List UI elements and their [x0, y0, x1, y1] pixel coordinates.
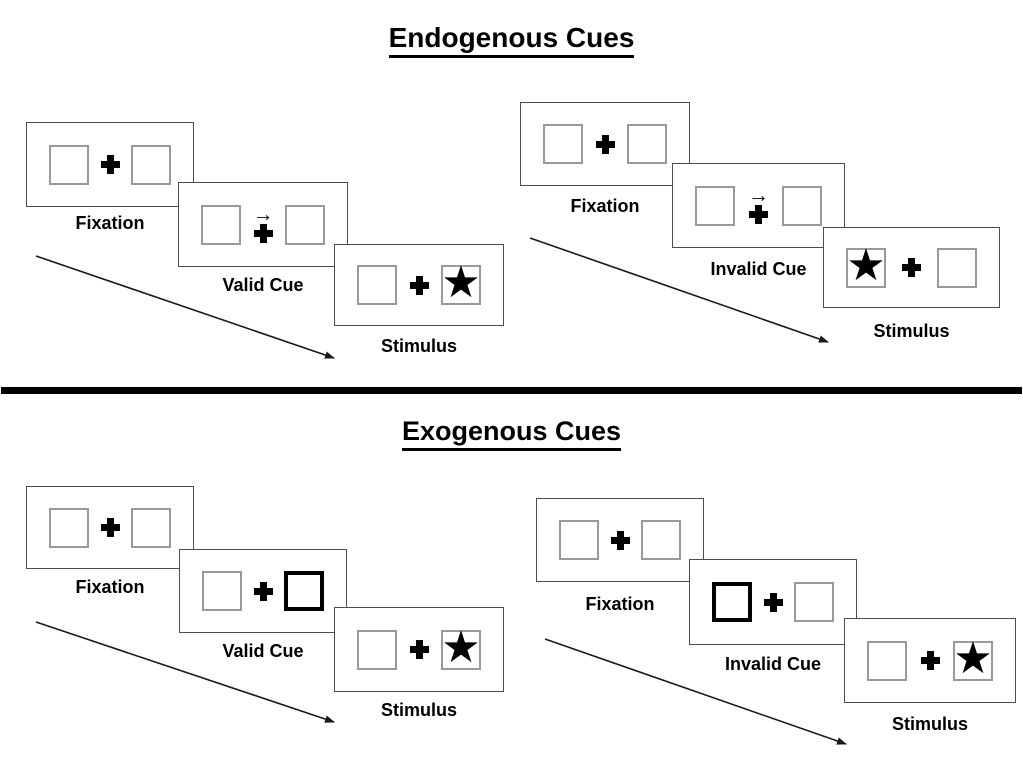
endo-valid-fixation-panel — [26, 122, 194, 207]
right-box — [782, 185, 822, 226]
left-box — [867, 640, 907, 681]
cue-group: → — [252, 202, 274, 243]
cue-group: → — [748, 183, 769, 224]
fixation-cross-group — [595, 134, 615, 154]
right-box — [131, 507, 171, 548]
panel-label-invalid-cue: Invalid Cue — [710, 259, 807, 279]
exo-valid-fixation-panel — [26, 486, 194, 569]
fixation-cross-icon — [749, 204, 768, 224]
left-box-highlighted — [712, 582, 752, 622]
panel-label-fixation: Fixation — [75, 577, 145, 597]
right-box-with-star: ★ — [953, 633, 993, 683]
fixation-cross-group — [100, 518, 120, 537]
fixation-cross-group — [920, 651, 940, 670]
star-stimulus-icon: ★ — [441, 258, 481, 307]
left-box — [49, 144, 89, 185]
right-box — [937, 247, 977, 288]
left-box — [357, 629, 397, 670]
right-box-with-star: ★ — [441, 622, 481, 672]
right-box — [285, 204, 325, 245]
fixation-cross-group — [409, 275, 429, 295]
timeline-arrow-endo-valid — [35, 255, 335, 359]
left-box — [695, 185, 735, 226]
right-arrow-cue-icon: → — [748, 183, 769, 207]
fixation-cross-icon — [595, 134, 615, 154]
fixation-cross-group — [100, 155, 120, 174]
fixation-cross-icon — [409, 640, 429, 659]
section-title-endogenous: Endogenous Cues — [0, 22, 1023, 58]
endo-valid-stimulus-panel: ★ — [334, 244, 504, 326]
panel-label-stimulus: Stimulus — [873, 321, 950, 341]
panel-label-valid-cue: Valid Cue — [222, 275, 304, 295]
fixation-cross-icon — [610, 530, 630, 550]
section-title-endogenous-text: Endogenous Cues — [388, 22, 635, 58]
left-box — [559, 520, 599, 560]
star-stimulus-icon: ★ — [441, 622, 481, 672]
endo-invalid-fixation-panel — [520, 102, 690, 186]
fixation-cross-group — [409, 640, 429, 659]
exo-invalid-stimulus-panel: ★ — [844, 618, 1016, 703]
fixation-cross-group — [253, 581, 273, 601]
panel-label-valid-cue: Valid Cue — [222, 641, 304, 661]
panel-label-stimulus: Stimulus — [380, 336, 457, 356]
fixation-cross-icon — [100, 155, 120, 174]
fixation-cross-group — [763, 592, 783, 612]
fixation-cross-icon — [253, 223, 273, 243]
panel-label-stimulus: Stimulus — [891, 714, 968, 734]
endo-invalid-cue-panel: → — [672, 163, 845, 248]
section-title-exogenous-text: Exogenous Cues — [401, 416, 622, 451]
panel-label-fixation: Fixation — [570, 196, 640, 216]
panel-label-fixation: Fixation — [585, 594, 655, 614]
left-box — [543, 124, 583, 164]
star-stimulus-icon: ★ — [846, 240, 886, 290]
fixation-cross-icon — [902, 258, 921, 277]
exo-invalid-fixation-panel — [536, 498, 704, 582]
panel-label-stimulus: Stimulus — [380, 700, 457, 720]
right-box — [627, 124, 667, 164]
right-box — [641, 520, 681, 560]
section-title-exogenous: Exogenous Cues — [0, 415, 1023, 451]
fixation-cross-icon — [763, 592, 783, 612]
left-box-with-star: ★ — [846, 240, 886, 290]
right-arrow-cue-icon: → — [252, 202, 274, 226]
panel-label-invalid-cue: Invalid Cue — [724, 654, 822, 674]
right-box-highlighted — [284, 571, 324, 611]
fixation-cross-group — [902, 258, 921, 277]
exo-valid-cue-panel — [179, 549, 347, 633]
fixation-cross-icon — [100, 518, 120, 537]
timeline-arrow-exo-valid — [35, 621, 335, 723]
fixation-cross-icon — [920, 651, 940, 670]
section-divider — [1, 387, 1022, 394]
endo-valid-cue-panel: → — [178, 182, 348, 267]
right-box-with-star: ★ — [441, 258, 481, 307]
left-box — [49, 507, 89, 548]
exo-invalid-cue-panel — [689, 559, 857, 645]
exo-valid-stimulus-panel: ★ — [334, 607, 504, 692]
fixation-cross-icon — [409, 275, 429, 295]
right-box — [131, 144, 171, 185]
right-box — [794, 582, 834, 622]
panel-label-fixation: Fixation — [75, 213, 145, 233]
fixation-cross-group — [610, 530, 630, 550]
endo-invalid-stimulus-panel: ★ — [823, 227, 1000, 308]
left-box — [201, 204, 241, 245]
timeline-arrow-endo-invalid — [529, 237, 829, 343]
star-stimulus-icon: ★ — [953, 633, 993, 683]
left-box — [357, 265, 397, 305]
fixation-cross-icon — [253, 581, 273, 601]
left-box — [202, 571, 242, 611]
